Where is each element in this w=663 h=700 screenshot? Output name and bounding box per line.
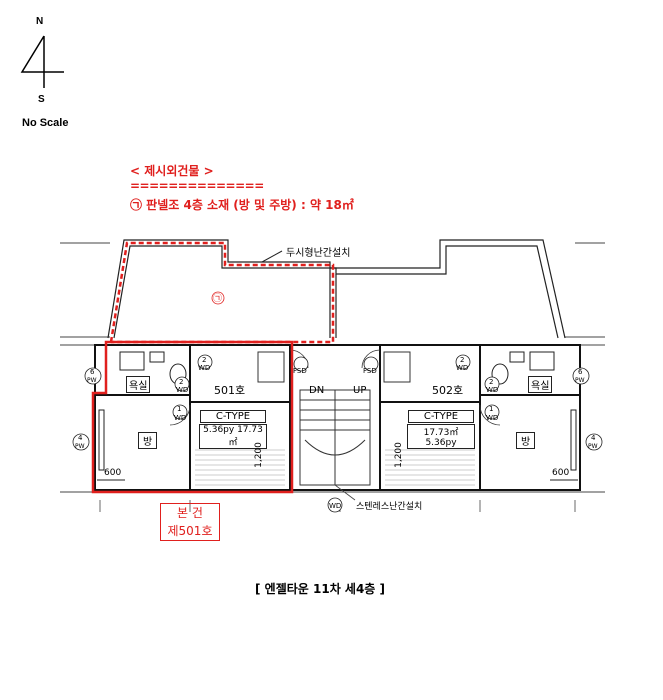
- subject-unit-highlight: [91, 340, 294, 494]
- tag-fsd-b: FSD: [363, 367, 377, 375]
- subject-line-1: 본 건: [177, 506, 203, 520]
- unit-502-number: 502호: [432, 384, 464, 397]
- unit-501-dim-b: 1,200: [253, 442, 264, 468]
- unit-502-dim-b: 1,200: [393, 442, 404, 468]
- tag-wd-d: WD: [456, 364, 469, 372]
- tag-fsd-a: FSD: [293, 367, 307, 375]
- legend-divider: ==============: [130, 179, 264, 193]
- tag-pw4-right: 4: [591, 434, 596, 442]
- unit-501-room: 방: [138, 432, 158, 449]
- tag-window-2b: 2: [179, 378, 184, 386]
- unit-501-number: 501호: [214, 384, 246, 397]
- unit-502-type: C-TYPE: [408, 410, 474, 423]
- annex-rail-label: 두시형난간설치: [286, 248, 351, 259]
- tag-wd-e: WD: [486, 386, 499, 394]
- compass-south-label: S: [38, 94, 45, 105]
- stair-rail-label: 스텐레스난간설치: [356, 502, 423, 512]
- unit-501-type: C-TYPE: [200, 410, 266, 423]
- stair-up-label: UP: [353, 385, 367, 396]
- annex-highlight: [109, 241, 335, 344]
- legend-item: ㉠ 판넬조 4층 소재 (방 및 주방) : 약 18㎡: [130, 198, 354, 212]
- tag-pw6-right: 6: [578, 368, 583, 376]
- compass-north-label: N: [36, 16, 44, 27]
- tag-window-2d: 2: [489, 378, 494, 386]
- subject-line-2: 제501호: [167, 524, 213, 538]
- tag-pw-right-b: PW: [588, 443, 598, 450]
- tag-wd-b: WD: [176, 386, 189, 394]
- legend-title: < 제시외건물 >: [130, 164, 214, 178]
- tag-pw6-left: 6: [90, 368, 95, 376]
- tag-window-2c: 2: [460, 356, 465, 364]
- tag-window-1: 1: [177, 405, 182, 413]
- tag-wd-a: WD: [198, 364, 211, 372]
- tag-pw-left-a: PW: [87, 377, 97, 384]
- unit-501-bath: 욕실: [126, 376, 151, 393]
- tag-wd-f: WD: [486, 414, 499, 422]
- tag-window-1b: 1: [489, 405, 494, 413]
- unit-501-dim-a: 600: [104, 468, 122, 478]
- tag-pw-left-b: PW: [75, 443, 85, 450]
- tag-wd-c: WD: [174, 414, 187, 422]
- tag-pw-right-a: PW: [575, 377, 585, 384]
- tag-wd-stair: WD: [329, 502, 342, 510]
- unit-502-dim-a: 600: [552, 468, 570, 478]
- plan-caption: [ 엔젤타운 11차 세4층 ]: [255, 582, 386, 596]
- unit-502-room: 방: [516, 432, 536, 449]
- stair-down-label: DN: [309, 385, 325, 396]
- tag-window-2: 2: [202, 356, 207, 364]
- scale-note: No Scale: [22, 117, 69, 129]
- tag-pw4-left: 4: [78, 434, 83, 442]
- north-arrow-icon: [20, 35, 64, 88]
- annex-marker: ㉠: [213, 294, 223, 304]
- unit-502-area: 17.73㎡ 5.36py: [407, 424, 475, 449]
- unit-501-area: 5.36py 17.73㎡: [199, 424, 267, 449]
- subject-stamp: 본 건 제501호: [160, 503, 220, 541]
- unit-502-bath: 욕실: [528, 376, 553, 393]
